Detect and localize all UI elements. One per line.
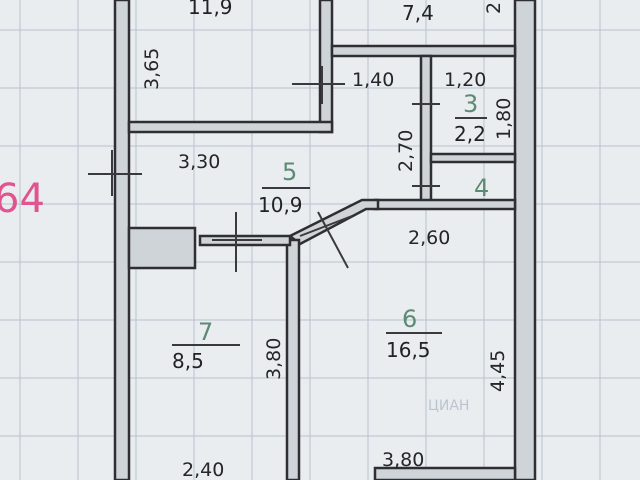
pencil-mark: 64 [0, 176, 45, 222]
area-top-right: 7,4 [402, 1, 434, 25]
wall-room6-left [285, 238, 301, 480]
wall-top-right-bottom [330, 44, 517, 58]
area-room-3: 2,2 [454, 122, 486, 146]
dim-2-60: 2,60 [408, 227, 450, 249]
dim-4-45: 4,45 [487, 350, 509, 392]
outer-right-wall [513, 0, 537, 480]
dim-3-80-left: 3,80 [263, 338, 285, 380]
wall-stub-left [127, 226, 197, 270]
wall-bottom-right [373, 466, 517, 480]
dim-1-40: 1,40 [352, 69, 394, 91]
area-room-5: 10,9 [258, 193, 303, 217]
room-labels: 11,9 7,4 3 2,2 4 5 10,9 6 16,5 7 8,5 [172, 0, 489, 373]
wall-room3-bottom [429, 152, 517, 164]
room-number-5: 5 [282, 158, 297, 186]
wall-room3-left [419, 54, 433, 208]
dim-1-20: 1,20 [444, 69, 486, 91]
door-mark-room6-a [299, 215, 353, 237]
wall-top-left-bottom [127, 120, 334, 134]
outer-left-wall [113, 0, 131, 480]
walls [113, 0, 537, 480]
dimension-labels: 3,65 1,40 1,20 1,80 2,70 3,30 2,60 4,45 … [141, 2, 515, 480]
area-room-7: 8,5 [172, 349, 204, 373]
area-top-left: 11,9 [188, 0, 233, 19]
dim-2-70: 2,70 [395, 130, 417, 172]
dim-3-65: 3,65 [141, 48, 163, 90]
room-number-7: 7 [198, 318, 213, 346]
dim-3-30: 3,30 [178, 151, 220, 173]
dim-2-40: 2,40 [182, 459, 224, 480]
area-room-6: 16,5 [386, 338, 431, 362]
room-number-4: 4 [474, 174, 489, 202]
doors [88, 66, 440, 272]
watermark: ЦИАН [428, 398, 469, 414]
room-number-3: 3 [463, 90, 478, 118]
door-mark-room6 [317, 211, 349, 269]
dim-1-80: 1,80 [493, 98, 515, 140]
area-underlines [172, 117, 487, 346]
dim-edge: 2 [483, 2, 505, 14]
dim-3-80-bottom: 3,80 [382, 449, 424, 471]
wall-room6-top [373, 198, 517, 211]
room-number-6: 6 [402, 305, 417, 333]
